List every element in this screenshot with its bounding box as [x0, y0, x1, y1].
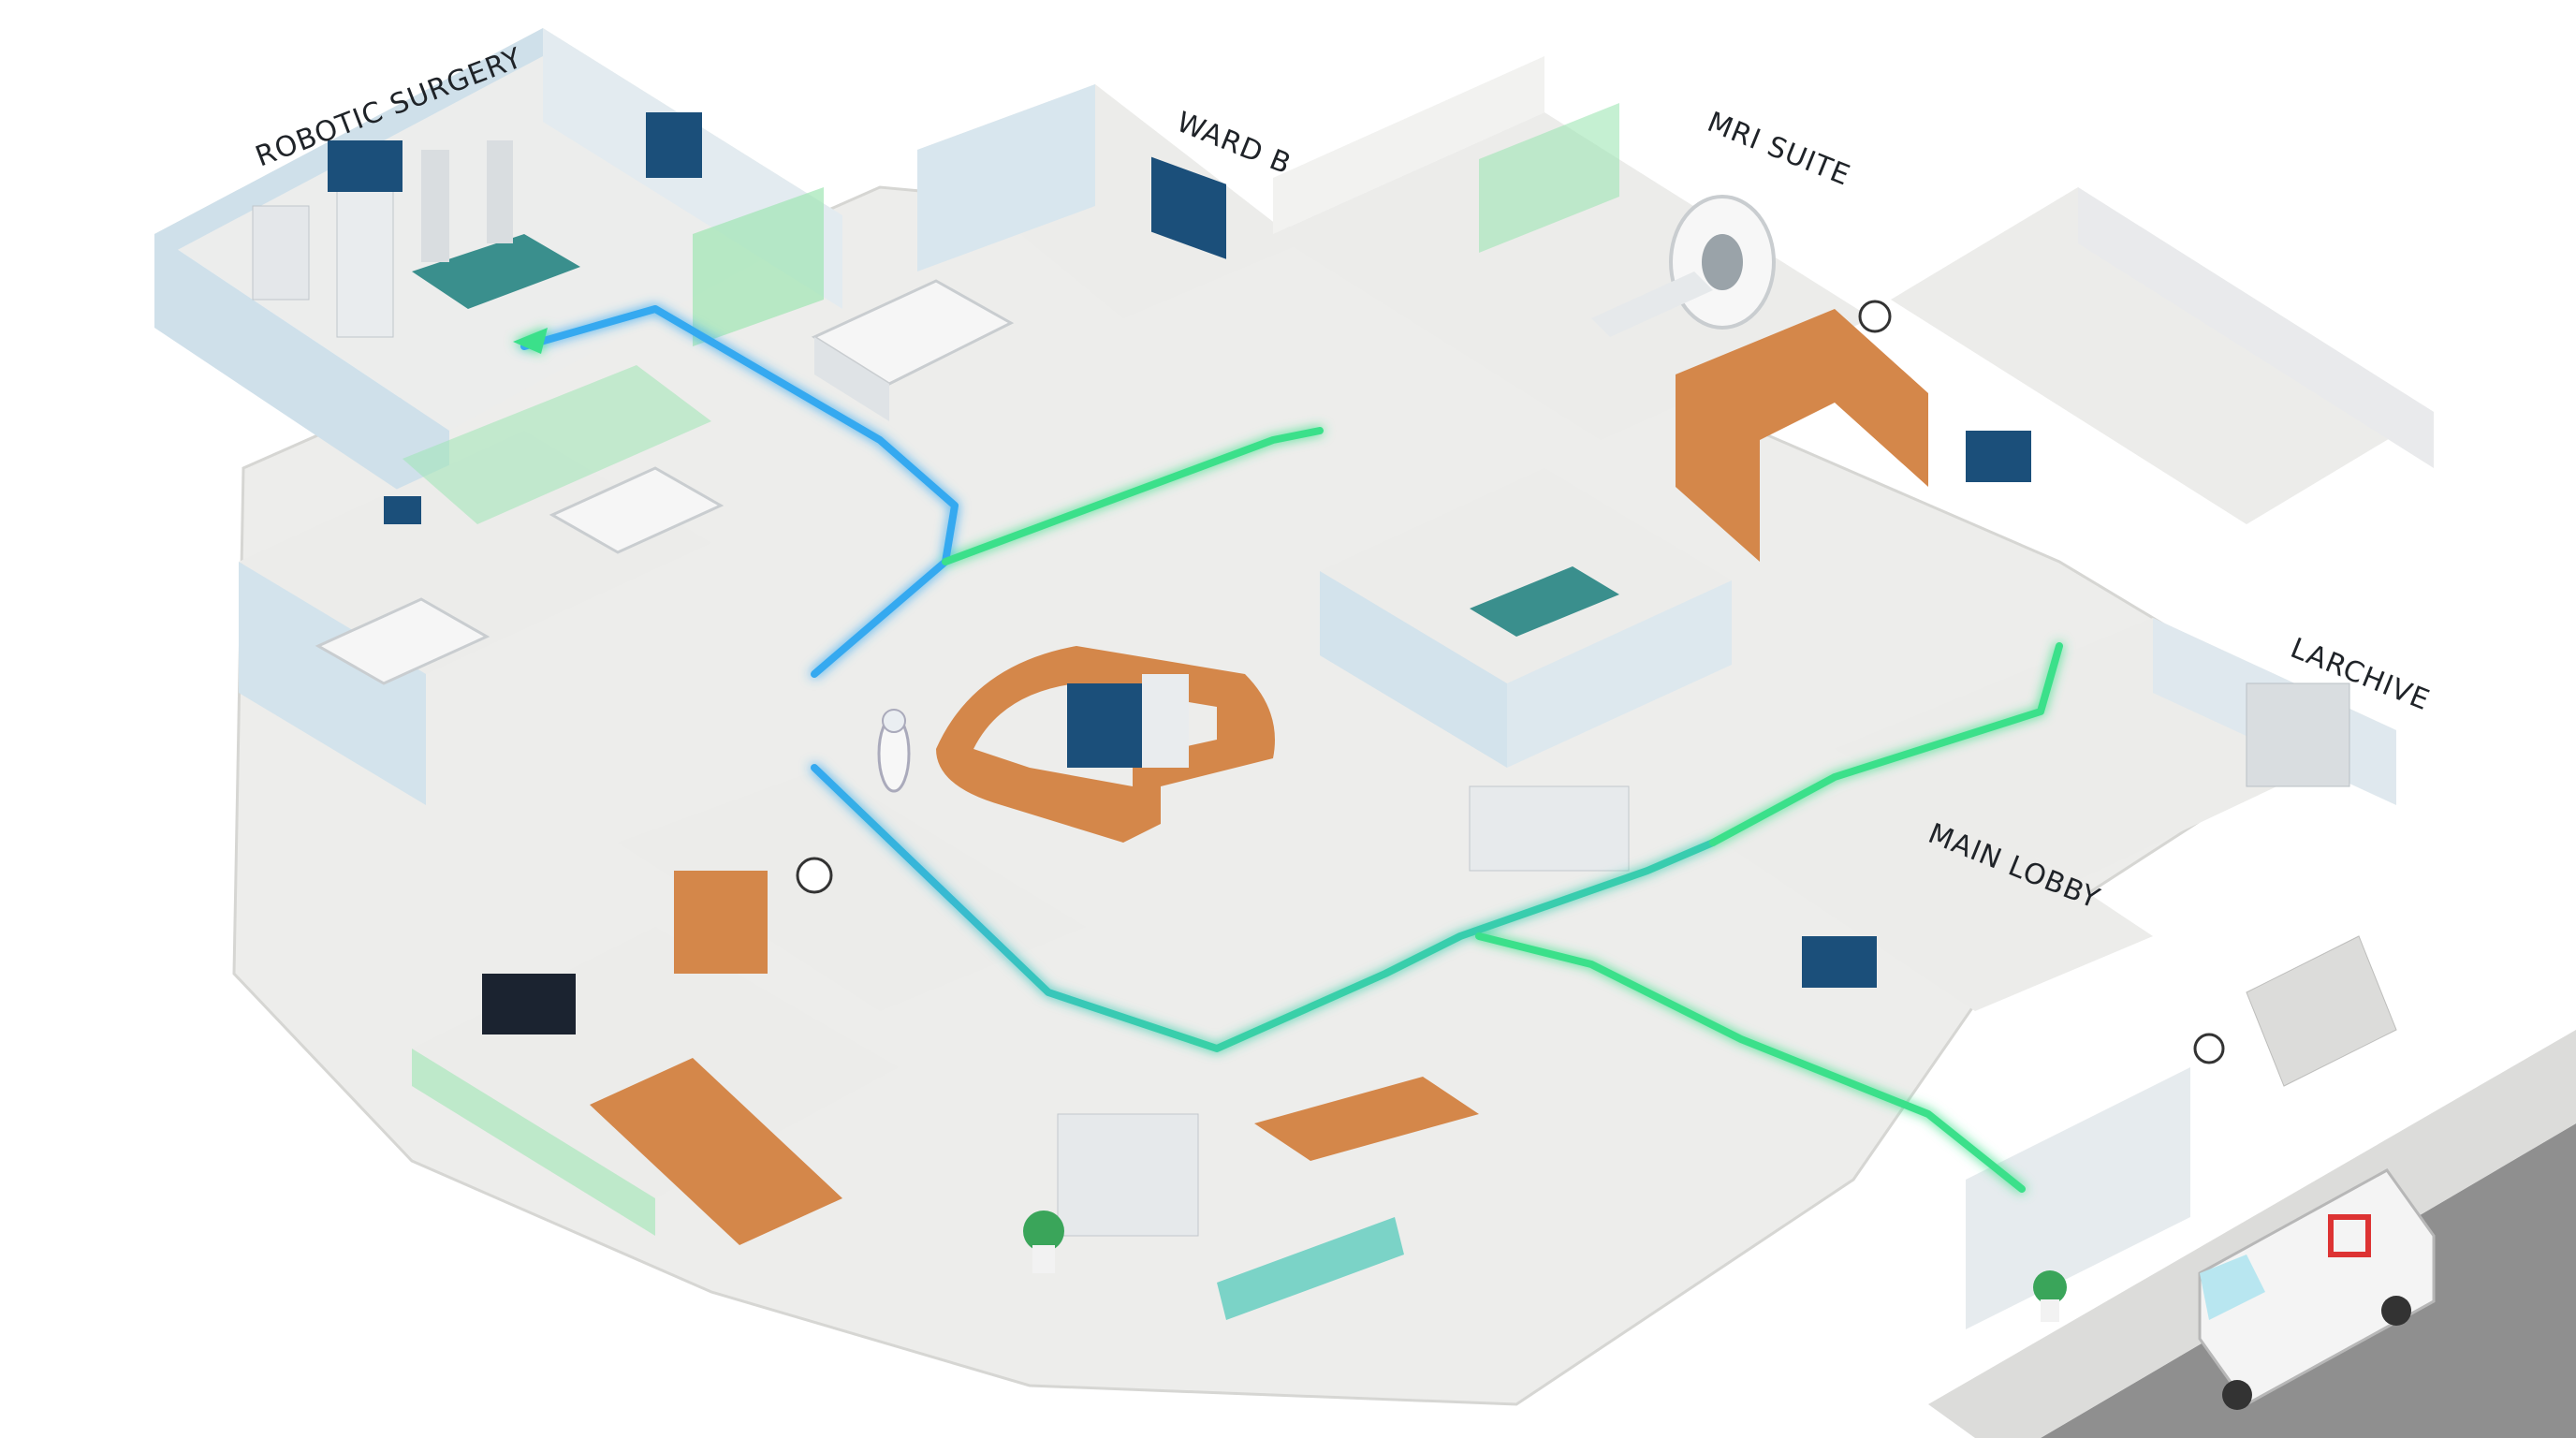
reception-desk: [1057, 1077, 1479, 1320]
room-operating-center: [1320, 468, 1732, 768]
entrance: [1966, 935, 2397, 1329]
room-mri-suite: [1273, 56, 1928, 562]
clock-icon: [2193, 1033, 2225, 1064]
bed-icon: [315, 597, 490, 685]
clock-icon: [796, 857, 833, 894]
nurse-station: [936, 646, 1275, 843]
room-main-lobby: [1469, 768, 2153, 1011]
monitor-icon: [1966, 431, 2031, 482]
plant-icon: [1023, 1211, 1064, 1273]
monitor-icon: [1802, 936, 1877, 988]
mri-scanner-icon: [1591, 195, 1776, 337]
sidewalk: [1928, 1030, 2576, 1438]
room-office: [618, 768, 1086, 1011]
plant-icon: [2033, 1270, 2067, 1322]
room-patient-left: [239, 365, 724, 805]
room-robotic-surgery: [154, 28, 842, 524]
bed-icon: [549, 466, 724, 554]
robot-icon: [877, 709, 911, 793]
room-ward-b: [811, 84, 1301, 421]
monitor-icon: [482, 974, 576, 1034]
monitor-icon: [1067, 683, 1142, 768]
room-archive: [1835, 618, 2396, 880]
label-mri-suite: MRI SUITE: [1703, 106, 1855, 193]
navigation-path: [513, 305, 2063, 1193]
clock-icon: [1858, 300, 1892, 333]
stairs-icon: [2246, 935, 2397, 1087]
ambulance-icon: [2198, 1168, 2436, 1410]
room-consult-right: [1858, 187, 2434, 524]
room-conference: [412, 927, 899, 1245]
monitor-icon: [328, 140, 402, 192]
monitor-icon: [1151, 156, 1226, 259]
